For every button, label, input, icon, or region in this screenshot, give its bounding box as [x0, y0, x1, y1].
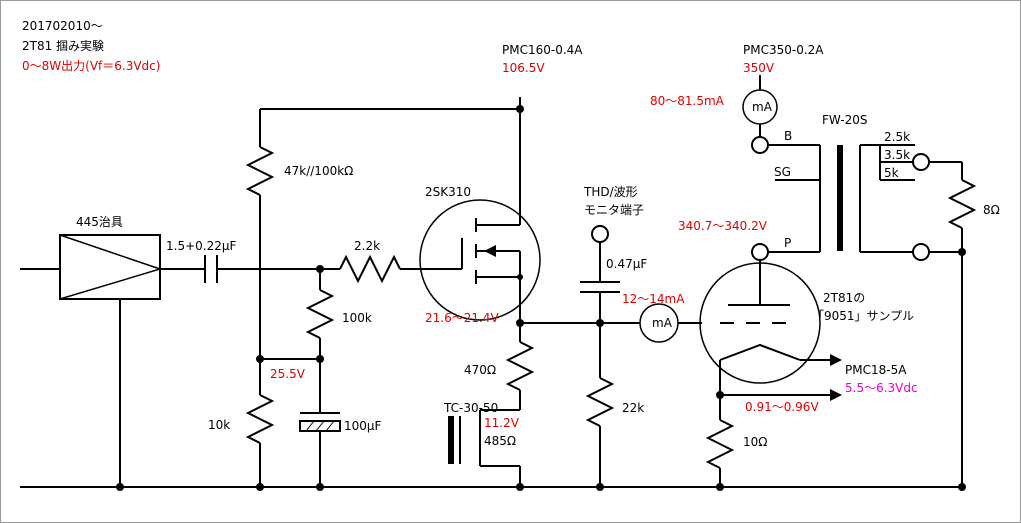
- choke-volt: 11.2V: [484, 416, 520, 430]
- terminal-p: [751, 243, 769, 261]
- cathode-volt: 0.91～0.96V: [745, 400, 819, 414]
- heater-arrow: [830, 354, 842, 366]
- resistor-10k: [245, 394, 275, 444]
- tap-25-label: 2.5k: [884, 130, 910, 144]
- tap-35-label: 3.5k: [884, 148, 910, 162]
- header-line1: 201702010～: [22, 19, 103, 33]
- r-cathode-label: 10Ω: [743, 435, 767, 449]
- transformer-core: [837, 145, 843, 251]
- node: [256, 483, 264, 491]
- plate-current: 80～81.5mA: [650, 94, 725, 108]
- choke-name: TC-30-50: [443, 401, 498, 415]
- resistor-10-ohm: [705, 419, 735, 469]
- monitor-label-1: THD/波形: [583, 185, 638, 199]
- source-volt: 21.6～21.4V: [425, 311, 499, 325]
- opt-label: FW-20S: [822, 113, 868, 127]
- fet-label: 2SK310: [425, 185, 471, 199]
- r-bottom-label: 10k: [208, 418, 230, 432]
- supply-b1-volt: 106.5V: [502, 61, 545, 75]
- monitor-label-2: モニタ端子: [584, 203, 644, 217]
- terminal-b: [751, 136, 769, 154]
- r-grid-label: 22k: [622, 401, 644, 415]
- fet-envelope: [419, 199, 541, 321]
- header-line2: 2T81 掴み実験: [22, 38, 104, 53]
- opt-p-label: P: [784, 236, 791, 250]
- resistor-22k: [585, 377, 615, 427]
- hatch: [325, 420, 335, 432]
- jig-amplifier: [59, 234, 161, 300]
- plate-volt: 340.7～340.2V: [678, 219, 768, 233]
- header-line3: 0～8W出力(Vf＝6.3Vdc): [22, 59, 160, 73]
- jig-label: 445治具: [76, 215, 123, 229]
- jig-amplifier-triangle: [59, 233, 163, 301]
- cap-bypass-label: 100μF: [344, 419, 382, 433]
- heater-supply-name: PMC18-5A: [845, 363, 907, 377]
- load-8-ohm: [947, 179, 977, 229]
- hatch: [315, 420, 325, 432]
- node: [958, 483, 966, 491]
- cap-monitor-label: 0.47μF: [606, 257, 647, 271]
- resistor-470: [505, 341, 535, 391]
- node: [316, 483, 324, 491]
- choke-ohm: 485Ω: [484, 434, 516, 448]
- supply-b2-volt: 350V: [743, 61, 775, 75]
- node: [516, 483, 524, 491]
- plate-meter-unit: mA: [752, 100, 773, 114]
- resistor-47k: [245, 146, 275, 196]
- r-gate-label: 2.2k: [354, 239, 380, 253]
- node: [958, 248, 966, 256]
- opt-sg-label: SG: [774, 165, 791, 179]
- node: [596, 483, 604, 491]
- resistor-2k2: [339, 254, 401, 284]
- node: [716, 483, 724, 491]
- opt-b-label: B: [784, 129, 792, 143]
- tap-5-label: 5k: [884, 166, 899, 180]
- cathode-node: [716, 391, 724, 399]
- jig-ground-node: [116, 483, 124, 491]
- grid-current: 12～14mA: [622, 292, 685, 306]
- terminal-common: [912, 243, 930, 261]
- b-plus-node: [516, 105, 524, 113]
- grid-meter-unit: mA: [652, 316, 673, 330]
- tube-label-1: 2T81の: [823, 291, 865, 305]
- terminal-3k5: [912, 153, 930, 171]
- load-label: 8Ω: [983, 203, 1000, 217]
- coupling-cap-label: 1.5+0.22μF: [166, 239, 236, 253]
- r-div-label: 100k: [342, 311, 372, 325]
- supply-b1-name: PMC160-0.4A: [502, 43, 583, 57]
- r-top-label: 47k//100kΩ: [284, 164, 353, 178]
- choke-core: [448, 416, 454, 464]
- fet-arrow: [484, 245, 496, 257]
- hatch: [305, 420, 315, 432]
- source-node: [516, 319, 524, 327]
- tube-filament: [719, 343, 801, 361]
- heater-supply-volt: 5.5～6.3Vdc: [845, 381, 918, 395]
- tube-label-2: 「9051」サンプル: [812, 309, 914, 323]
- r-source-label: 470Ω: [464, 363, 496, 377]
- div-node-volt: 25.5V: [270, 367, 306, 381]
- monitor-terminal: [591, 225, 609, 243]
- resistor-100k: [305, 289, 335, 339]
- heater-arrow: [830, 389, 842, 401]
- supply-b2-name: PMC350-0.2A: [743, 43, 824, 57]
